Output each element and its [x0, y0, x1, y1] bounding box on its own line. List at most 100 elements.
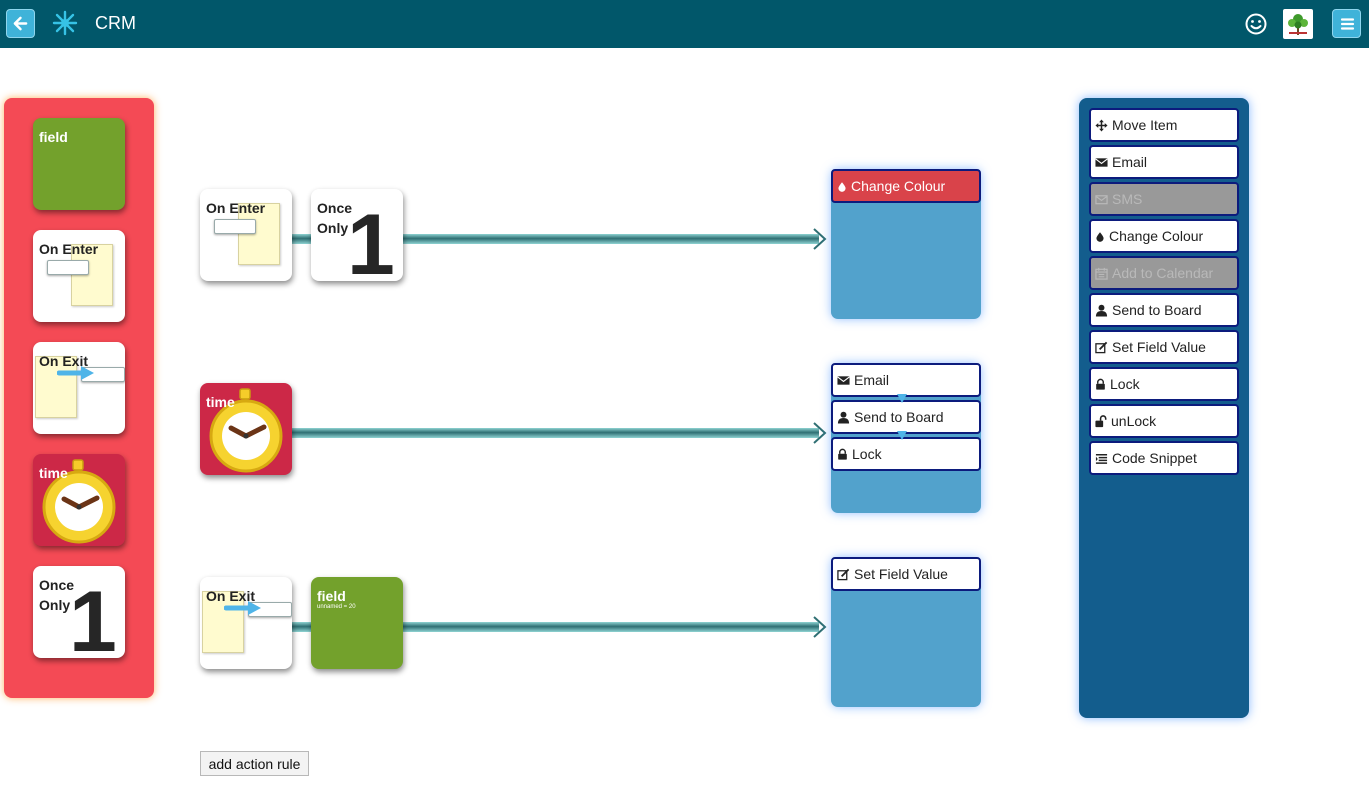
palette-once-only-tile[interactable]: 1 Once Only	[33, 566, 125, 658]
on-enter-tile-label: On Enter	[39, 241, 99, 257]
rule-1-action-zone[interactable]: Change Colour	[831, 169, 981, 319]
smiley-icon[interactable]	[1244, 12, 1268, 36]
slot-graphic	[47, 260, 89, 275]
unlock-icon	[1095, 415, 1107, 428]
once-label-line-1: Once	[39, 577, 75, 593]
rule-1-connector	[292, 234, 819, 244]
arrow-right-icon	[224, 601, 261, 615]
calendar-icon	[1095, 267, 1108, 280]
action-item-send-to-board[interactable]: Send to Board	[1089, 293, 1239, 327]
action-item-label: SMS	[1112, 191, 1143, 207]
action-item-label: Change Colour	[1109, 228, 1204, 244]
edit-icon	[837, 568, 850, 581]
rule-1-arrow-head	[813, 228, 827, 250]
arrow-left-icon	[13, 16, 28, 31]
app-logo-icon	[52, 10, 78, 36]
action-item-label: Set Field Value	[1112, 339, 1206, 355]
list-icon	[1095, 454, 1108, 464]
rule-3-condition-label: field	[317, 588, 346, 604]
rule-3-action-zone[interactable]: Set Field Value	[831, 557, 981, 707]
trigger-palette: field On Enter On Exit time 1 Once	[4, 98, 154, 698]
lock-icon	[838, 448, 847, 460]
plant-avatar-icon	[1288, 14, 1308, 35]
envelope-icon	[1095, 158, 1108, 167]
rule-3-condition-field[interactable]: field unnamed = 20	[311, 577, 403, 669]
action-item-sms: SMS	[1089, 182, 1239, 216]
rule-1-action-change-colour[interactable]: Change Colour	[831, 169, 981, 203]
action-label: Email	[854, 372, 890, 388]
rule-2-action-zone[interactable]: Email Send to Board Lock	[831, 363, 981, 513]
action-item-label: Code Snippet	[1112, 450, 1197, 466]
once-label-line-1: Once	[317, 200, 353, 216]
hamburger-icon	[1340, 18, 1355, 30]
palette-on-exit-tile[interactable]: On Exit	[33, 342, 125, 434]
rule-2-trigger-label: time	[206, 394, 235, 410]
move-icon	[1095, 119, 1108, 132]
paper-graphic	[202, 591, 244, 653]
rule-2-action-email[interactable]: Email	[831, 363, 981, 397]
droplet-icon	[1096, 232, 1104, 242]
rule-3-condition-expression: unnamed = 20	[317, 604, 356, 610]
edit-icon	[1095, 341, 1108, 354]
rule-2-arrow-head	[813, 422, 827, 444]
action-item-label: Send to Board	[1112, 302, 1202, 318]
rule-2-trigger-time[interactable]: time	[200, 383, 292, 475]
action-label: Lock	[852, 446, 882, 462]
action-item-lock[interactable]: Lock	[1089, 367, 1239, 401]
rule-3-action-set-field-value[interactable]: Set Field Value	[831, 557, 981, 591]
rule-2-action-send-to-board[interactable]: Send to Board	[831, 400, 981, 434]
chevron-down-icon[interactable]	[896, 392, 908, 404]
rule-1-condition-label: Once Only	[317, 198, 352, 238]
time-tile-label: time	[39, 465, 68, 481]
droplet-icon	[838, 182, 846, 192]
rule-1-condition-once-only[interactable]: 1 Once Only	[311, 189, 403, 281]
user-icon	[1095, 304, 1108, 317]
envelope-outline-icon	[1095, 195, 1108, 205]
rule-1-trigger-on-enter[interactable]: On Enter	[200, 189, 292, 281]
arrow-right-icon	[57, 366, 94, 380]
user-icon	[837, 411, 850, 424]
back-button[interactable]	[6, 9, 35, 38]
once-number: 1	[347, 197, 395, 281]
rule-2-connector	[292, 428, 819, 438]
rule-3-arrow-head	[813, 616, 827, 638]
rule-3-trigger-on-exit[interactable]: On Exit	[200, 577, 292, 669]
once-number: 1	[69, 574, 117, 658]
rule-3-connector	[292, 622, 819, 632]
paper-graphic	[71, 244, 113, 306]
action-item-change-colour[interactable]: Change Colour	[1089, 219, 1239, 253]
chevron-down-icon[interactable]	[896, 429, 908, 441]
palette-on-enter-tile[interactable]: On Enter	[33, 230, 125, 322]
lock-icon	[1096, 378, 1105, 390]
action-item-label: unLock	[1111, 413, 1157, 429]
app-title: CRM	[95, 13, 136, 33]
action-item-move-item[interactable]: Move Item	[1089, 108, 1239, 142]
action-label: Change Colour	[851, 178, 946, 194]
rule-2-action-lock[interactable]: Lock	[831, 437, 981, 471]
palette-field-tile[interactable]: field	[33, 118, 125, 210]
add-action-rule-button[interactable]: add action rule	[200, 751, 309, 776]
action-item-label: Add to Calendar	[1112, 265, 1214, 281]
rule-3-trigger-label: On Exit	[206, 588, 256, 604]
rule-1-trigger-label: On Enter	[206, 200, 266, 216]
action-item-code-snippet[interactable]: Code Snippet	[1089, 441, 1239, 475]
paper-graphic	[238, 203, 280, 265]
envelope-icon	[837, 376, 850, 385]
palette-time-tile[interactable]: time	[33, 454, 125, 546]
action-item-unlock[interactable]: unLock	[1089, 404, 1239, 438]
action-palette: Move Item Email SMS Change Colour Add to…	[1079, 98, 1249, 718]
on-exit-tile-label: On Exit	[39, 353, 89, 369]
field-tile-label: field	[39, 129, 68, 145]
action-item-add-to-calendar: Add to Calendar	[1089, 256, 1239, 290]
action-item-email[interactable]: Email	[1089, 145, 1239, 179]
action-item-label: Lock	[1110, 376, 1140, 392]
avatar[interactable]	[1283, 9, 1313, 39]
action-label: Send to Board	[854, 409, 944, 425]
once-label-line-2: Only	[317, 220, 349, 236]
action-item-set-field-value[interactable]: Set Field Value	[1089, 330, 1239, 364]
slot-graphic	[214, 219, 256, 234]
action-item-label: Email	[1112, 154, 1148, 170]
menu-button[interactable]	[1332, 9, 1361, 38]
once-label-line-2: Only	[39, 597, 71, 613]
top-bar: CRM	[0, 0, 1369, 48]
